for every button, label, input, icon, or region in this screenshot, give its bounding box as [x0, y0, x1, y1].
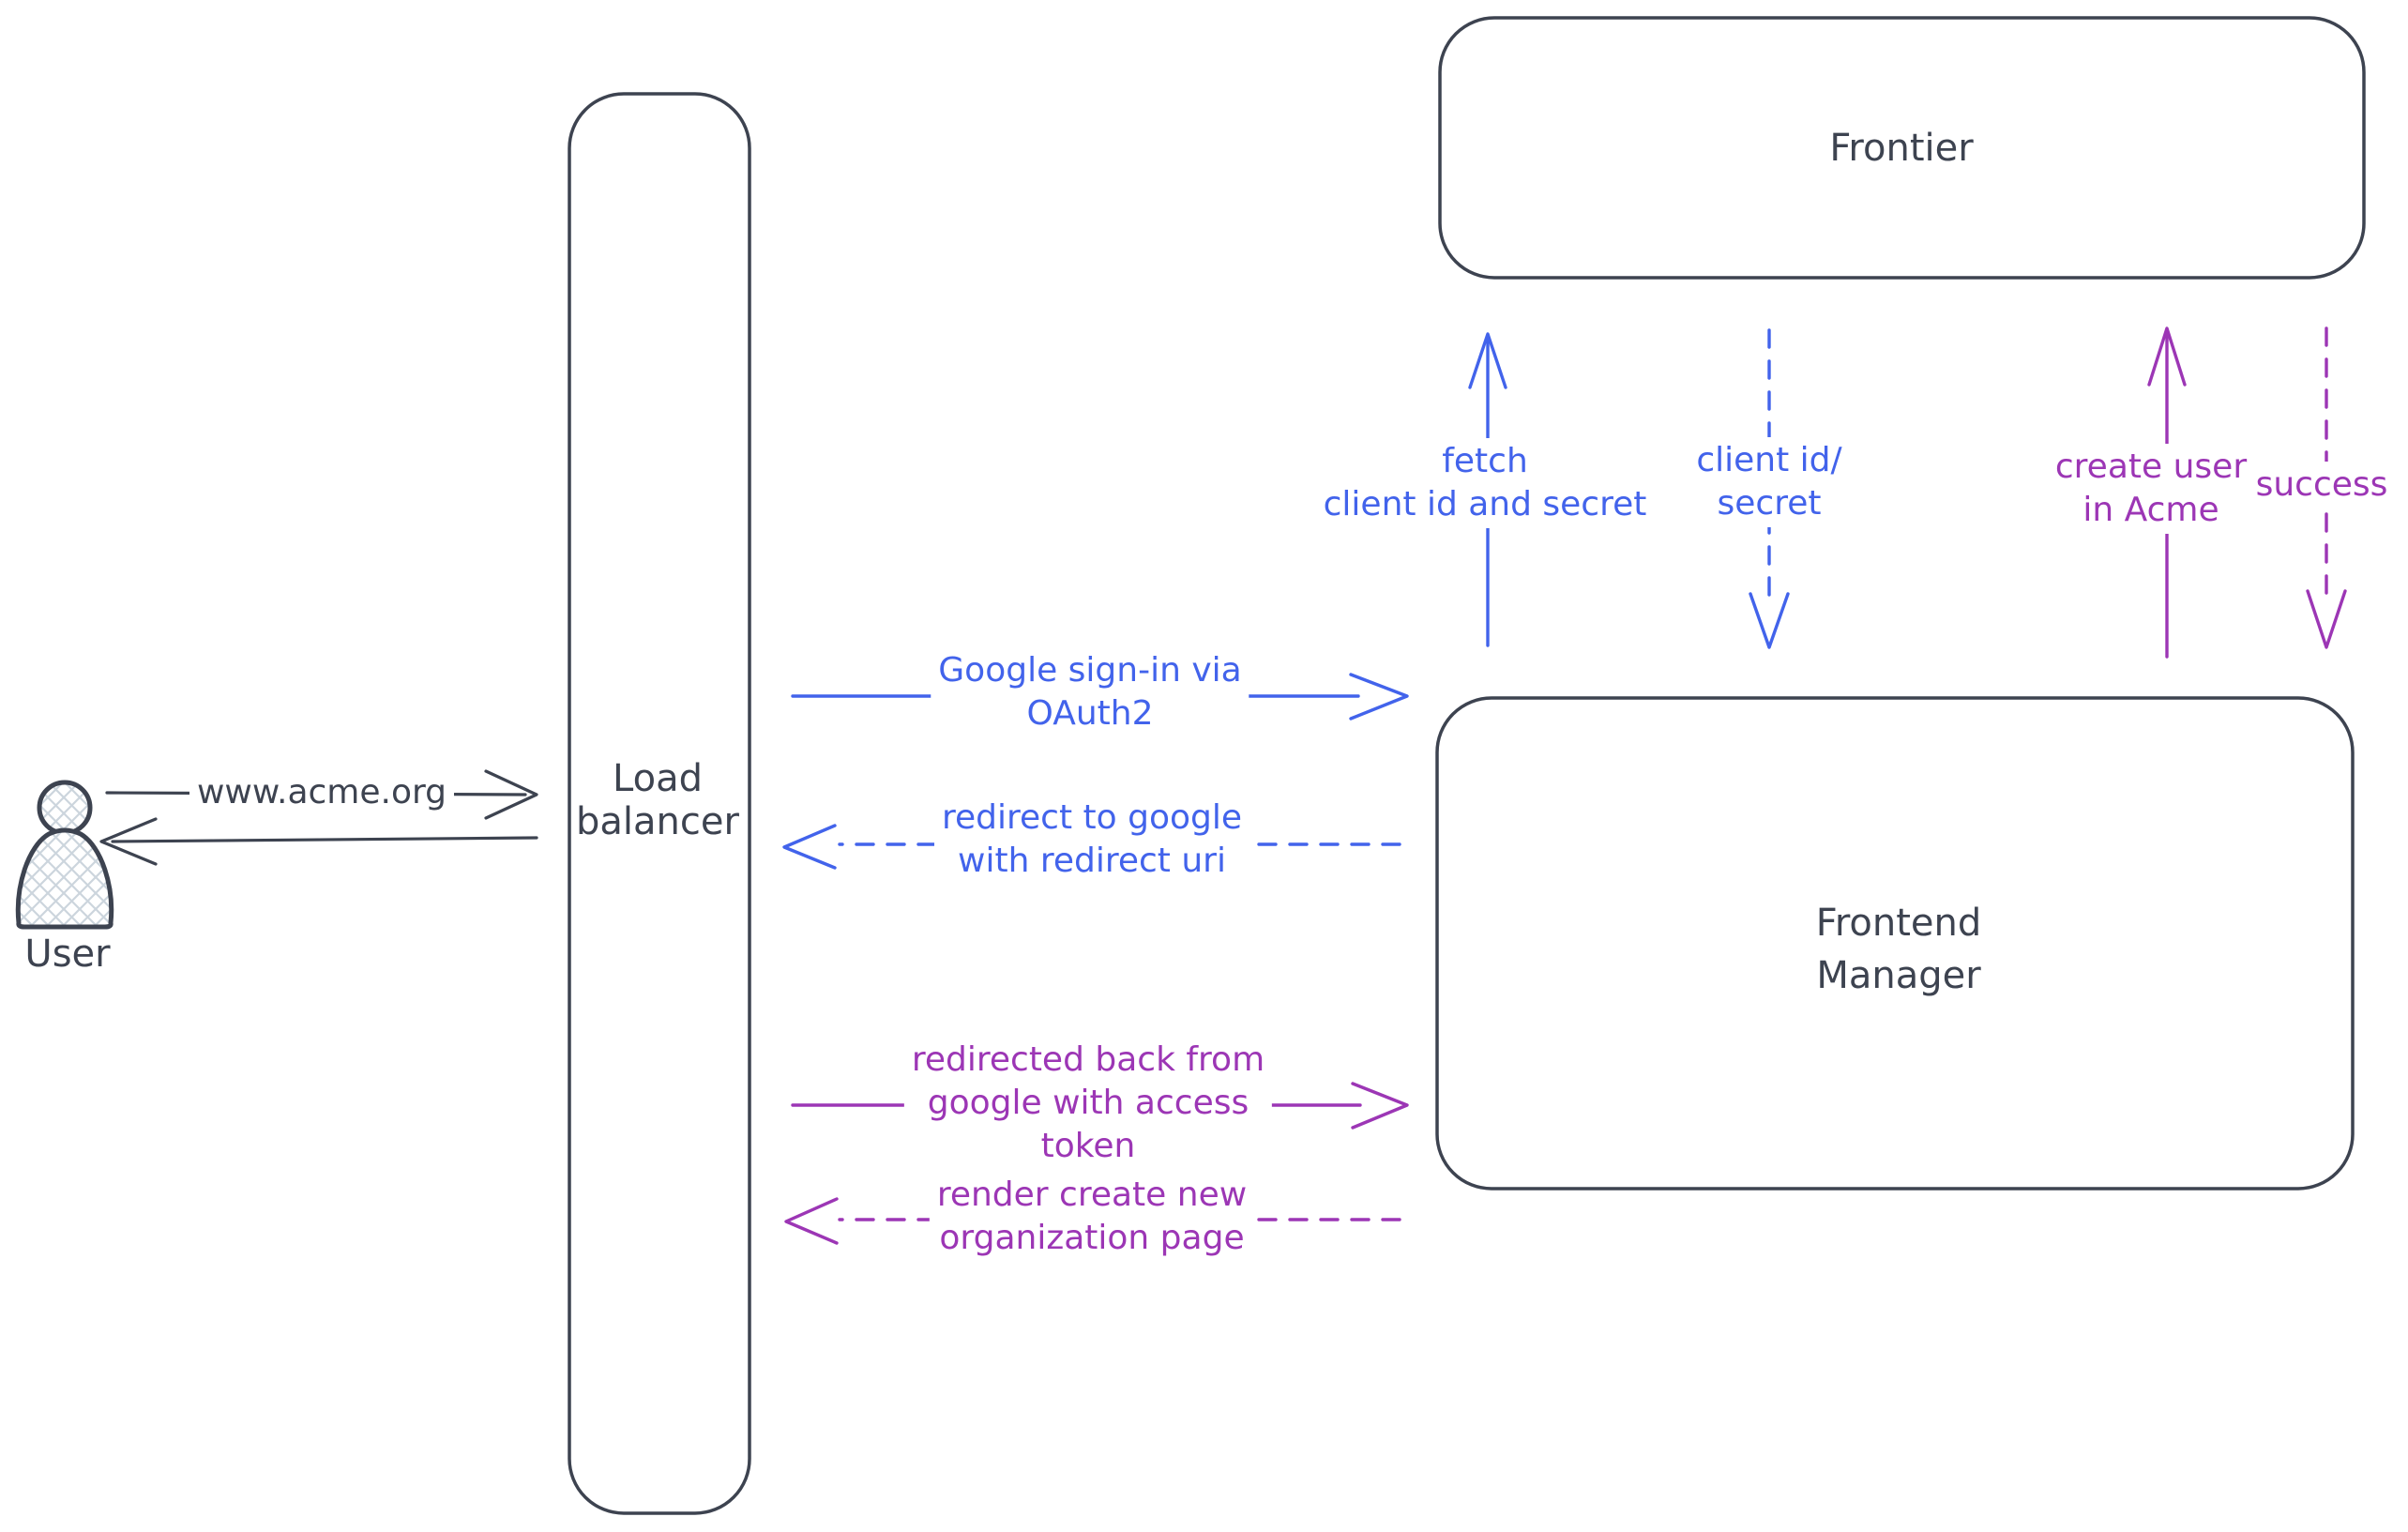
- edge-label-success: success: [2248, 462, 2396, 508]
- edge-label-www-acme: www.acme.org: [189, 769, 455, 816]
- frontier-box: [1438, 16, 2366, 280]
- arrow-lb-to-user: [99, 817, 538, 866]
- load-balancer-label: Load balancer: [576, 757, 739, 843]
- edge-label-google-signin: Google sign-in via OAuth2: [931, 647, 1249, 737]
- frontend-manager-label: Frontend Manager: [1815, 902, 1982, 997]
- load-balancer-box: [568, 92, 751, 1515]
- person-icon: [15, 780, 114, 930]
- edge-label-client-id-secret: client id/ secret: [1689, 437, 1850, 527]
- frontend-manager-box: [1435, 696, 2355, 1191]
- user-label: User: [24, 933, 111, 976]
- edge-label-fetch-client: fetch client id and secret: [1315, 438, 1655, 528]
- frontier-label: Frontier: [1829, 127, 1974, 170]
- edge-label-render-org-page: render create new organization page: [929, 1172, 1255, 1262]
- edge-label-redirected-back: redirected back from google with access …: [903, 1037, 1273, 1170]
- edge-label-create-user: create user in Acme: [2047, 444, 2255, 534]
- edge-label-redirect-to-google: redirect to google with redirect uri: [933, 795, 1250, 885]
